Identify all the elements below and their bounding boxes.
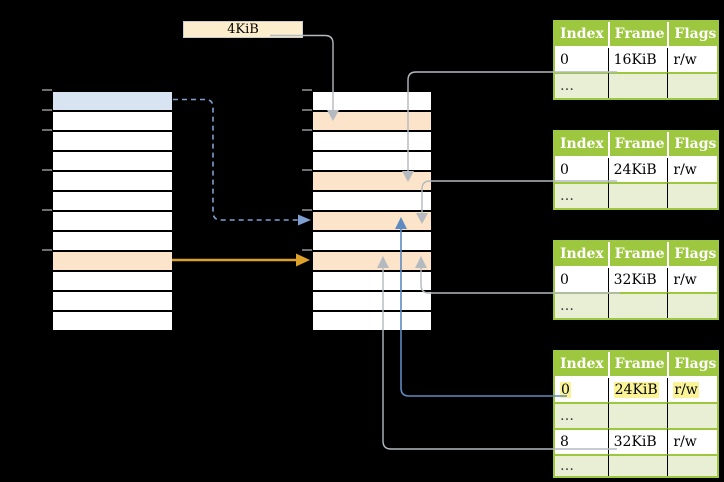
pt2-index-cell: 0 — [555, 158, 608, 182]
frame-size-label-text: 4KiB — [227, 22, 259, 37]
left-memory-row-8 — [53, 252, 172, 272]
pt1-header-flags: Flags — [667, 22, 717, 48]
pt4-header-frame: Frame — [607, 352, 668, 378]
pt4-flags-cell: r/w — [667, 378, 717, 402]
middle-memory-row-11 — [313, 312, 431, 332]
pt4-flags-cell: r/w — [667, 428, 717, 454]
frame-size-label: 4KiB — [183, 21, 303, 38]
middle-memory-row-0 — [313, 92, 431, 112]
left-column-tick-marks — [42, 89, 52, 251]
page-table-2: Index Frame Flags 0 24KiB r/w … — [553, 130, 719, 210]
highlighted-value: 0 — [560, 381, 571, 398]
page-table-4-header-row: Index Frame Flags — [555, 352, 717, 378]
table-row: … — [555, 72, 717, 98]
middle-memory-column — [313, 90, 431, 332]
left-memory-row-5 — [53, 192, 172, 212]
page-table-3-header-row: Index Frame Flags — [555, 242, 717, 268]
left-memory-row-4 — [53, 172, 172, 192]
pt4-ellipsis-cell: … — [555, 454, 608, 477]
left-memory-row-2 — [53, 132, 172, 152]
pt1-ellipsis-cell: … — [555, 72, 608, 98]
pt4-frame-cell: 24KiB — [607, 378, 668, 402]
virtual-page-orange-arrowhead — [296, 253, 310, 267]
table-row: 0 16KiB r/w — [555, 48, 717, 72]
highlighted-value: r/w — [673, 381, 699, 398]
middle-memory-row-7 — [313, 232, 431, 252]
pt2-header-index: Index — [555, 132, 608, 158]
pt2-header-frame: Frame — [607, 132, 668, 158]
pt2-flags-cell: r/w — [667, 158, 717, 182]
pt3-flags-cell: r/w — [667, 268, 717, 292]
virtual-page-dashed-arrowhead — [298, 214, 311, 226]
page-table-1: Index Frame Flags 0 16KiB r/w … — [553, 20, 719, 100]
left-memory-row-6 — [53, 212, 172, 232]
left-memory-row-9 — [53, 272, 172, 292]
middle-memory-row-9 — [313, 272, 431, 292]
page-table-3: Index Frame Flags 0 32KiB r/w … — [553, 240, 719, 320]
table-row: 8 32KiB r/w — [555, 428, 717, 454]
pt1-index-cell: 0 — [555, 48, 608, 72]
table-row: … — [555, 292, 717, 318]
virtual-page-dashed-connector — [173, 98, 298, 221]
table-row: 0 32KiB r/w — [555, 268, 717, 292]
pt1-header-frame: Frame — [607, 22, 668, 48]
table-row: … — [555, 402, 717, 428]
pt1-flags-cell: r/w — [667, 48, 717, 72]
middle-memory-row-10 — [313, 292, 431, 312]
table-row: … — [555, 454, 717, 477]
left-memory-row-3 — [53, 152, 172, 172]
pt3-header-frame: Frame — [607, 242, 668, 268]
pt2-frame-cell: 24KiB — [607, 158, 668, 182]
middle-column-tick-marks — [302, 89, 312, 251]
pt3-ellipsis-cell: … — [555, 292, 608, 318]
left-memory-row-0 — [53, 92, 172, 112]
middle-memory-row-6 — [313, 212, 431, 232]
middle-memory-row-1 — [313, 112, 431, 132]
pt1-header-index: Index — [555, 22, 608, 48]
pt4-frame-cell: 32KiB — [607, 428, 668, 454]
left-memory-row-1 — [53, 112, 172, 132]
left-memory-row-10 — [53, 292, 172, 312]
pt1-frame-cell: 16KiB — [607, 48, 668, 72]
middle-memory-row-8 — [313, 252, 431, 272]
left-memory-row-7 — [53, 232, 172, 252]
table-row: … — [555, 182, 717, 208]
page-table-2-header-row: Index Frame Flags — [555, 132, 717, 158]
table-row-highlighted: 0 24KiB r/w — [555, 378, 717, 402]
pt2-header-flags: Flags — [667, 132, 717, 158]
pt4-index-cell: 8 — [555, 428, 608, 454]
middle-memory-row-4 — [313, 172, 431, 192]
pt3-frame-cell: 32KiB — [607, 268, 668, 292]
middle-memory-row-3 — [313, 152, 431, 172]
pt3-index-cell: 0 — [555, 268, 608, 292]
pt4-header-index: Index — [555, 352, 608, 378]
pt3-header-flags: Flags — [667, 242, 717, 268]
middle-memory-row-2 — [313, 132, 431, 152]
pt2-ellipsis-cell: … — [555, 182, 608, 208]
highlighted-value: 24KiB — [613, 381, 659, 398]
table-row: 0 24KiB r/w — [555, 158, 717, 182]
page-table-1-header-row: Index Frame Flags — [555, 22, 717, 48]
pt4-index-cell: 0 — [555, 378, 608, 402]
pt4-ellipsis-cell: … — [555, 402, 608, 428]
pt4-header-flags: Flags — [667, 352, 717, 378]
left-memory-column — [53, 90, 172, 332]
left-memory-row-11 — [53, 312, 172, 332]
page-table-4: Index Frame Flags 0 24KiB r/w … 8 32KiB … — [553, 350, 719, 479]
middle-memory-row-5 — [313, 192, 431, 212]
pt3-header-index: Index — [555, 242, 608, 268]
